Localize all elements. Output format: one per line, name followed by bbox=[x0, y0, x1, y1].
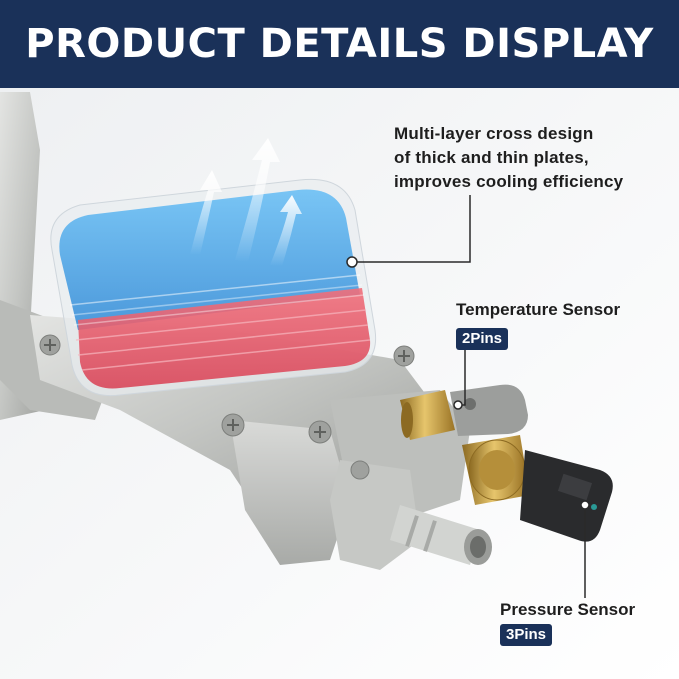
temperature-sensor-pins-badge: 2Pins bbox=[456, 328, 509, 350]
cooler-callout-line: Multi-layer cross design bbox=[394, 124, 594, 143]
cooler-callout: Multi-layer cross design of thick and th… bbox=[394, 122, 623, 194]
pressure-sensor bbox=[462, 435, 613, 542]
heat-flow-arrows-icon bbox=[190, 138, 302, 266]
screw-icon bbox=[39, 334, 415, 480]
temperature-sensor-label: Temperature Sensor bbox=[456, 300, 621, 319]
outlet-pipe bbox=[390, 505, 492, 565]
title-banner: PRODUCT DETAILS DISPLAY bbox=[0, 0, 679, 88]
pressure-sensor-pins-badge: 3Pins bbox=[500, 624, 553, 646]
cooler-callout-line: of thick and thin plates, bbox=[394, 148, 589, 167]
product-illustration bbox=[0, 88, 679, 679]
cooler-callout-line: improves cooling efficiency bbox=[394, 172, 624, 191]
pressure-sensor-label: Pressure Sensor bbox=[500, 600, 636, 619]
page-title: PRODUCT DETAILS DISPLAY bbox=[25, 21, 654, 67]
oil-cooler-plates bbox=[50, 178, 377, 397]
temperature-sensor bbox=[400, 384, 528, 440]
